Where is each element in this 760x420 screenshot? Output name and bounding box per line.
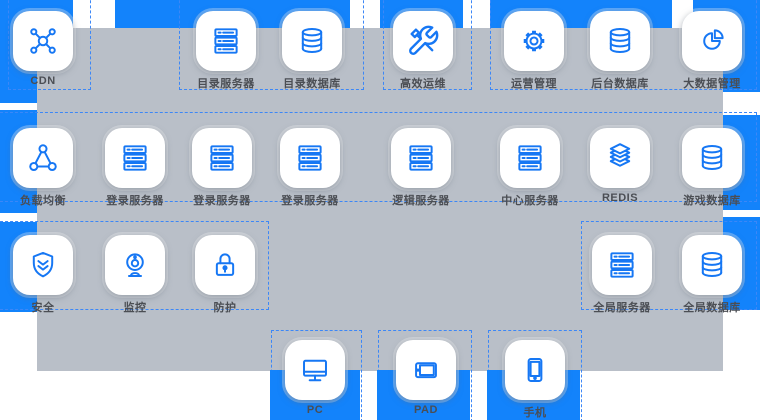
pc-icon xyxy=(298,353,332,387)
node-label: 负载均衡 xyxy=(20,195,66,207)
node-game-db: 游戏数据库 xyxy=(682,128,742,208)
zone-cdn xyxy=(8,0,91,90)
server-icon xyxy=(205,141,239,175)
server-icon xyxy=(404,141,438,175)
node-label: 安全 xyxy=(31,302,55,314)
camera-icon xyxy=(118,248,152,282)
zone-directory xyxy=(179,0,364,90)
phone-icon xyxy=(518,353,552,387)
database-icon xyxy=(695,141,729,175)
node-label: 后台数据库 xyxy=(591,78,649,90)
node-label: 登录服务器 xyxy=(281,195,339,207)
node-label: 高效运维 xyxy=(400,78,446,90)
tools-icon xyxy=(406,24,440,58)
node-label: 中心服务器 xyxy=(501,195,559,207)
cdn-icon xyxy=(26,24,60,58)
node-label: 手机 xyxy=(523,407,547,419)
server-icon xyxy=(605,248,639,282)
node-pad: PAD xyxy=(396,340,456,416)
node-load-balance: 负载均衡 xyxy=(13,128,73,208)
node-bigdata: 大数据管理 xyxy=(682,11,742,91)
node-global-server: 全局服务器 xyxy=(592,235,652,315)
load-balance-icon xyxy=(26,141,60,175)
zone-operations xyxy=(490,0,757,90)
node-label: CDN xyxy=(30,75,56,87)
node-logic-server: 逻辑服务器 xyxy=(391,128,451,208)
node-cdn: CDN xyxy=(13,11,73,87)
server-icon xyxy=(513,141,547,175)
node-protect: 防护 xyxy=(195,235,255,315)
node-label: 全局服务器 xyxy=(593,302,651,314)
node-label: 游戏数据库 xyxy=(683,195,741,207)
server-icon xyxy=(293,141,327,175)
node-dir-server: 目录服务器 xyxy=(196,11,256,91)
zone-game-servers xyxy=(0,112,757,202)
node-label: 逻辑服务器 xyxy=(392,195,450,207)
pad-icon xyxy=(409,353,443,387)
node-label: 防护 xyxy=(213,302,237,314)
node-monitor: 监控 xyxy=(105,235,165,315)
node-security: 安全 xyxy=(13,235,73,315)
node-label: 目录数据库 xyxy=(283,78,341,90)
node-label: 登录服务器 xyxy=(106,195,164,207)
node-label: 全局数据库 xyxy=(683,302,741,314)
pie-chart-icon xyxy=(695,24,729,58)
node-ops-manage: 运营管理 xyxy=(504,11,564,91)
node-label: PAD xyxy=(414,404,438,416)
node-label: 大数据管理 xyxy=(683,78,741,90)
node-dir-db: 目录数据库 xyxy=(282,11,342,91)
node-label: PC xyxy=(306,404,324,416)
server-icon xyxy=(209,24,243,58)
layers-icon xyxy=(603,141,637,175)
node-ops-maintain: 高效运维 xyxy=(393,11,453,91)
database-icon xyxy=(603,24,637,58)
node-login-server-2: 登录服务器 xyxy=(192,128,252,208)
node-label: 监控 xyxy=(123,302,147,314)
zone-security xyxy=(0,221,269,310)
gear-icon xyxy=(517,24,551,58)
node-global-db: 全局数据库 xyxy=(682,235,742,315)
node-label: 运营管理 xyxy=(511,78,557,90)
node-label: REDIS xyxy=(601,192,639,204)
node-label: 目录服务器 xyxy=(197,78,255,90)
database-icon xyxy=(695,248,729,282)
node-backend-db: 后台数据库 xyxy=(590,11,650,91)
database-icon xyxy=(295,24,329,58)
node-redis: REDIS xyxy=(590,128,650,204)
node-login-server-1: 登录服务器 xyxy=(105,128,165,208)
zone-maintenance xyxy=(383,0,472,90)
zone-global xyxy=(581,221,757,310)
server-icon xyxy=(118,141,152,175)
lock-icon xyxy=(208,248,242,282)
node-pc: PC xyxy=(285,340,345,416)
node-label: 登录服务器 xyxy=(193,195,251,207)
node-phone: 手机 xyxy=(505,340,565,420)
node-center-server: 中心服务器 xyxy=(500,128,560,208)
node-login-server-3: 登录服务器 xyxy=(280,128,340,208)
shield-icon xyxy=(26,248,60,282)
diagram-canvas xyxy=(37,28,723,371)
